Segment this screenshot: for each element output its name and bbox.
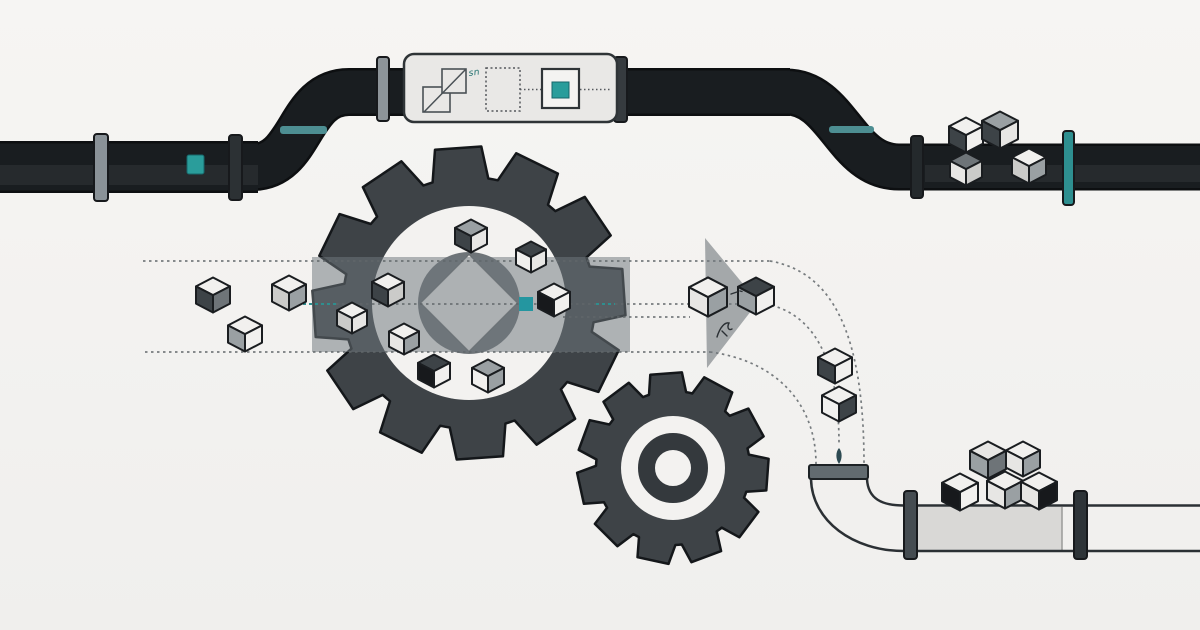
cube-cluster-2-right — [1022, 449, 1041, 478]
teal-square-in-gear — [519, 297, 533, 311]
cube-gear-right — [537, 282, 571, 318]
cube-toppipe-4 — [1011, 147, 1047, 185]
cube-cluster-3-right — [959, 481, 979, 512]
output-teal-square-icon — [551, 81, 570, 99]
flange-top-1 — [376, 56, 390, 122]
secondary-gear-inner-ring — [621, 416, 725, 520]
flange-left-1 — [93, 133, 109, 202]
cube-gear-top — [454, 218, 488, 254]
bottom-pipe-fill — [917, 507, 1062, 550]
cube-toppipe-4-right — [1028, 156, 1047, 185]
cube-inflow-3-right — [244, 324, 263, 353]
cube-inflow-3 — [227, 315, 263, 353]
cube-gear-bottom-left — [417, 353, 451, 389]
cube-gear-left-right — [387, 280, 405, 308]
cube-toppipe-3-right — [965, 159, 983, 187]
cube-cluster-1-right — [987, 449, 1007, 480]
cube-outflow-2-right — [755, 285, 775, 316]
bottom-outlet-pipe — [809, 478, 1200, 553]
flange-right-1 — [910, 135, 924, 199]
cube-gear-top-right — [470, 226, 488, 254]
elbow-inner — [865, 478, 905, 507]
teal-band-right-curve — [829, 126, 874, 133]
scribble-mark — [716, 322, 733, 338]
cube-gear-upper-right-right — [530, 248, 547, 274]
cube-inflow-2-right — [288, 283, 307, 312]
drop-arrow-icon — [836, 448, 842, 464]
teal-accents — [186, 126, 874, 311]
iso-cubes — [195, 110, 1058, 512]
cube-inflow-1-right — [212, 285, 231, 314]
cube-cluster-2 — [1005, 440, 1041, 478]
cube-gear-lower-left — [388, 322, 420, 356]
transform-icon-square-small — [422, 86, 451, 113]
cube-toppipe-1 — [948, 116, 984, 154]
flange-bottom-1 — [903, 490, 918, 560]
transform-icon-diagonal — [423, 68, 467, 113]
cube-inflow-4-right — [351, 309, 368, 335]
cube-falling-1-right — [834, 356, 853, 385]
flow-arrow-triangle — [705, 238, 758, 368]
pipe-upper — [249, 70, 790, 189]
cube-gear-right-right — [553, 290, 571, 318]
cube-inflow-1 — [195, 276, 231, 314]
cube-toppipe-2-right — [999, 119, 1019, 150]
curve-left — [709, 351, 817, 465]
teal-square-left-pipe — [186, 154, 205, 175]
cube-cluster-4 — [986, 470, 1024, 510]
flange-bottom-2 — [1073, 490, 1088, 560]
flange-right-teal — [1062, 130, 1075, 206]
elbow-outer — [809, 478, 905, 553]
cube-inflow-2 — [271, 274, 307, 312]
cube-cluster-1 — [969, 440, 1007, 480]
cube-gear-upper-right — [515, 240, 547, 274]
cube-outflow-1-right — [707, 286, 728, 318]
cube-outflow-2 — [737, 276, 775, 316]
cube-toppipe-1-right — [965, 125, 984, 154]
cube-gear-bottom-left-right — [433, 361, 451, 389]
cube-gear-bottom — [471, 358, 505, 394]
label-scribble-text: sn — [468, 67, 481, 78]
cube-cluster-5-right — [1038, 480, 1058, 511]
cube-falling-2-right — [838, 394, 857, 423]
secondary-gear-ring — [638, 433, 708, 503]
cube-cluster-5 — [1020, 471, 1058, 511]
cube-gear-lower-left-right — [403, 330, 420, 356]
funnel-inlet-bar — [808, 464, 869, 480]
cube-toppipe-3 — [949, 151, 983, 187]
scribble-dash — [730, 290, 743, 295]
label-plate: sn — [402, 52, 619, 124]
teal-band-left-curve — [280, 126, 327, 134]
flange-left-2 — [228, 134, 243, 201]
secondary-gear — [575, 371, 770, 566]
pipe-seam-1 — [0, 165, 258, 185]
cube-falling-2 — [821, 385, 857, 423]
cube-falling-1 — [817, 347, 853, 385]
cube-inflow-4 — [336, 301, 368, 335]
cube-gear-bottom-right — [487, 366, 505, 394]
cube-outflow-1 — [688, 276, 728, 318]
cube-gear-left — [371, 272, 405, 308]
cube-toppipe-2 — [981, 110, 1019, 150]
pipe-right — [783, 71, 1200, 188]
cube-cluster-3 — [941, 472, 979, 512]
